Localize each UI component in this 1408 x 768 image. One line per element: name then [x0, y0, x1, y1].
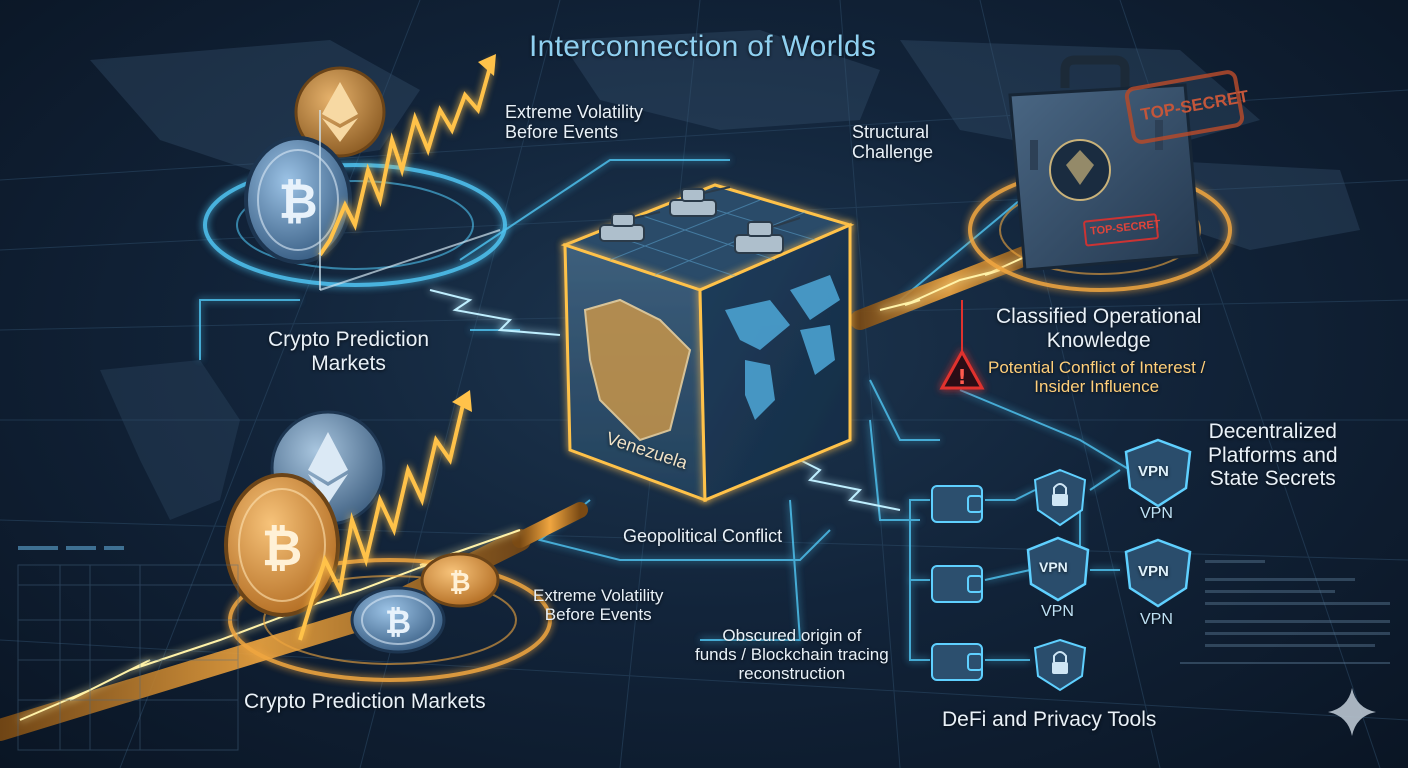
- svg-text:₿: ₿: [278, 174, 317, 230]
- top-secret-stamp-small: [1083, 213, 1159, 247]
- warning-triangle-icon: !: [939, 300, 985, 390]
- conflict-of-interest-label: Potential Conflict of Interest / Insider…: [988, 358, 1206, 397]
- bitcoin-coin-icon-bottom-large: ₿: [224, 473, 340, 617]
- crypto-prediction-label-top: Crypto Prediction Markets: [268, 328, 430, 375]
- vpn-label: VPN: [1140, 611, 1173, 628]
- defi-privacy-tools-label: DeFi and Privacy Tools: [942, 708, 1157, 731]
- classified-knowledge-label: Classified Operational Knowledge: [996, 305, 1202, 352]
- bitcoin-coin-icon-bottom-small: ₿: [420, 552, 500, 608]
- ethereum-coin-icon-top: [294, 66, 386, 158]
- bitcoin-coin-icon-bottom-blue: ₿: [350, 586, 446, 654]
- volatility-label-top: Extreme Volatility Before Events: [505, 102, 644, 143]
- svg-text:!: !: [957, 365, 966, 389]
- obscured-funds-label: Obscured origin of funds / Blockchain tr…: [695, 626, 889, 684]
- decentralized-platforms-label: Decentralized Platforms and State Secret…: [1208, 420, 1338, 491]
- geopolitical-cube: [560, 183, 855, 503]
- tank-icon: [599, 186, 801, 254]
- vpn-shield-icon: [1026, 438, 1192, 608]
- svg-text:₿: ₿: [385, 603, 411, 641]
- vpn-badge-text: VPN: [1039, 559, 1068, 575]
- vpn-label: VPN: [1140, 505, 1173, 522]
- geopolitical-conflict-label: Geopolitical Conflict: [623, 526, 783, 546]
- circuit-lines: [199, 159, 1131, 661]
- bitcoin-coin-icon-top: ₿: [244, 136, 352, 264]
- crypto-prediction-label-bottom: Crypto Prediction Markets: [244, 690, 486, 713]
- volatility-chart-bottom: [298, 399, 466, 641]
- top-crypto-platform: [203, 163, 507, 287]
- briefcase-icon: [1008, 55, 1202, 272]
- bottom-crypto-platform: [228, 558, 552, 682]
- vpn-badge-text: VPN: [1138, 563, 1169, 580]
- document-panel-right: [1180, 560, 1390, 664]
- svg-text:₿: ₿: [262, 519, 303, 577]
- svg-text:₿: ₿: [449, 568, 470, 598]
- structural-challenge-label: Structural Challenge: [852, 122, 934, 163]
- volatility-label-bottom: Extreme Volatility Before Events: [533, 586, 664, 625]
- document-panel-left-header: [18, 546, 124, 550]
- top-secret-stamp-large: [1124, 70, 1245, 144]
- page-title: Interconnection of Worlds: [529, 30, 877, 63]
- sparkle-icon: [1328, 688, 1376, 736]
- volatility-chart-top: [318, 59, 494, 257]
- vpn-label: VPN: [1041, 603, 1074, 620]
- wallet-icon: [931, 485, 983, 681]
- document-panel-left: [17, 564, 239, 751]
- vpn-badge-text: VPN: [1138, 463, 1169, 480]
